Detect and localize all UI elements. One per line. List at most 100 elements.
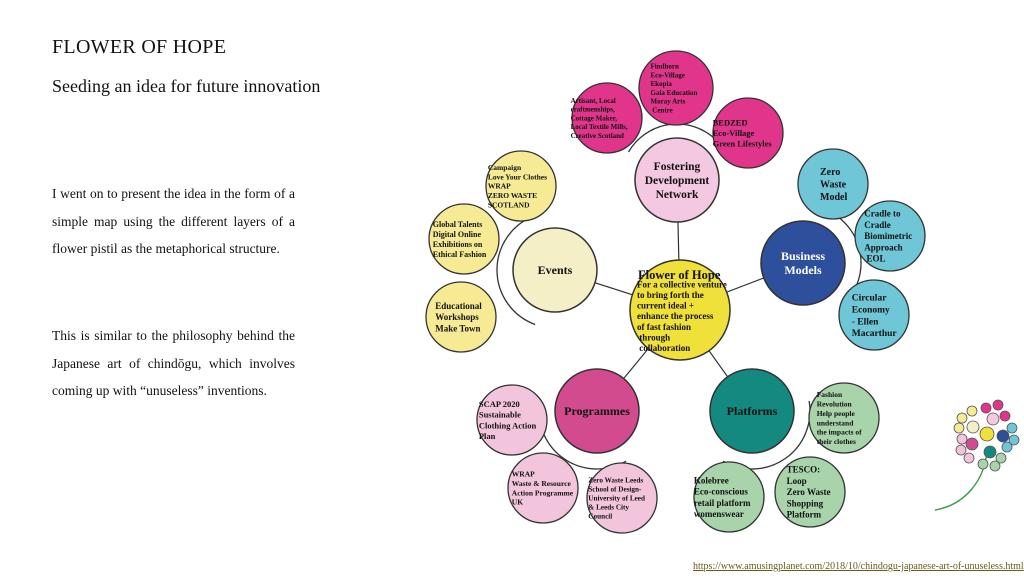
- branch-arc: [496, 214, 536, 326]
- programmes-leaf-text-line: University of Leed: [588, 495, 645, 503]
- flower-of-hope-center-node: [629, 259, 731, 361]
- platforms-leaf-text-line: Loop: [787, 476, 807, 486]
- fostering-development-network-leaf-text-line: Green Lifestyles: [713, 139, 773, 149]
- fostering-development-network-leaf-text-line: Cottage Maker,: [571, 114, 618, 122]
- business-models-leaf-text-line: Cradle to: [864, 209, 901, 219]
- events-leaf-text-line: Digital Online: [433, 230, 482, 239]
- slide-title: FLOWER OF HOPE: [52, 36, 227, 58]
- business-models-leaf-2: [838, 279, 910, 351]
- fostering-development-network-leaf-text-line: BEDZED: [713, 117, 748, 127]
- platforms-leaf-text-line: Platform: [787, 510, 822, 520]
- events-leaf-text-line: Ethical Fashion: [433, 250, 487, 259]
- source-link[interactable]: https://www.amusingplanet.com/2018/10/ch…: [693, 561, 1024, 572]
- programmes-leaf-text-line: School of Design-: [588, 486, 642, 494]
- fostering-development-network-leaf-text-line: Gaia Education: [651, 89, 698, 97]
- platforms-label-line: Platforms: [727, 404, 778, 418]
- slide-subtitle: Seeding an idea for future innovation: [52, 76, 321, 96]
- center-description-line: of fast fashion: [637, 322, 691, 332]
- business-models-leaf-text-line: Economy: [852, 305, 890, 315]
- business-models-leaf-text-line: Zero: [820, 167, 840, 178]
- fostering-development-network-node: [634, 137, 720, 223]
- platforms-leaf-text-line: the impacts of: [817, 428, 862, 437]
- fostering-development-network-leaf-text-line: Findhorn: [651, 63, 680, 71]
- programmes-label-line: Programmes: [564, 404, 630, 418]
- events-leaf-text-line: WRAP: [488, 182, 511, 191]
- programmes-leaf-text-line: Council: [588, 513, 612, 521]
- platforms-leaf-text-line: Revolution: [817, 400, 853, 409]
- events-leaf-text-line: SCOTLAND: [488, 200, 530, 209]
- events-label: Events: [538, 263, 573, 277]
- programmes-leaf-text-line: Action Programme: [512, 488, 574, 497]
- platforms-leaf-text-line: TESCO:: [787, 465, 821, 475]
- programmes-leaf-text-line: Clothing Action: [479, 420, 537, 430]
- fostering-development-network-leaf-text-line: Centre: [651, 106, 673, 114]
- events-leaf-text-line: Exhibitions on: [433, 240, 483, 249]
- platforms-leaf-text-line: Fashion: [817, 390, 843, 399]
- events-label-line: Events: [538, 263, 573, 277]
- business-models-leaf-text-line: Biomimetric: [864, 231, 912, 241]
- business-models-leaf-text-line: Macarthur: [852, 329, 898, 339]
- events-leaf-1: [428, 203, 500, 275]
- center-title: Flower of Hope: [638, 268, 721, 282]
- programmes-leaf-0: [476, 384, 548, 456]
- programmes-leaf-text-line: Plan: [479, 431, 496, 441]
- business-models-leaf-text-line: Model: [820, 192, 847, 203]
- platforms-leaf-text-line: Eco-conscious: [694, 487, 748, 497]
- programmes-node: [554, 368, 640, 454]
- center-description-line: For a collective venture: [637, 279, 727, 289]
- platforms-leaf-text-line: Help people: [817, 409, 856, 418]
- business-models-label-line: Models: [784, 263, 822, 277]
- platforms-node: [709, 368, 795, 454]
- programmes-leaf-text-line: SCAP 2020: [479, 399, 520, 409]
- center-description-line: collaboration: [637, 343, 690, 353]
- events-leaf-0: [485, 150, 557, 222]
- platforms-leaf-text-line: understand: [817, 418, 855, 427]
- business-models-leaf-text-line: Waste: [820, 180, 847, 191]
- fostering-development-network-label-line: Development: [645, 175, 710, 187]
- center-description-line: through: [637, 332, 670, 342]
- platforms-leaf-text-line: womenswear: [694, 509, 744, 519]
- programmes-leaf-text-line: WRAP: [512, 470, 535, 479]
- fostering-development-network-leaf-1: [638, 50, 714, 126]
- events-leaf-text-line: ZERO WASTE: [488, 191, 537, 200]
- platforms-leaf-2: [693, 461, 765, 533]
- business-models-leaf-1: [854, 200, 926, 272]
- business-models-leaf-text-line: Cradle: [864, 220, 891, 230]
- programmes-leaf-1: [507, 452, 579, 524]
- fostering-development-network-leaf-text-line: Eco-Village: [651, 71, 685, 79]
- events-leaf-text-line: Educational: [435, 301, 482, 311]
- platforms-leaf-text-line: their clothes: [817, 437, 856, 446]
- fostering-development-network-label-line: Fostering: [654, 161, 701, 173]
- fostering-development-network-leaf-2: [712, 97, 784, 169]
- center-description-line: to bring forth the: [637, 290, 704, 300]
- programmes-leaf-text-line: & Leeds City: [588, 504, 629, 512]
- platforms-leaf-text-line: Zero Waste: [787, 487, 831, 497]
- fostering-development-network-label-line: Network: [656, 189, 699, 201]
- business-models-label-line: Business: [781, 249, 825, 263]
- platforms-label: Platforms: [727, 404, 778, 418]
- programmes-leaf-text-line: Sustainable: [479, 410, 521, 420]
- fostering-development-network-leaf-text-line: Local Textile Mills,: [571, 123, 628, 131]
- business-models-leaf-text-line: Circular: [852, 294, 887, 304]
- events-leaf-text-line: Campaign: [488, 163, 522, 172]
- platforms-leaf-1: [774, 456, 846, 528]
- platforms-leaf-0: [808, 382, 880, 454]
- fostering-development-network-leaf-text-line: Ekopia: [651, 80, 673, 88]
- fostering-development-network-leaf-text-line: Moray Arts: [651, 98, 686, 106]
